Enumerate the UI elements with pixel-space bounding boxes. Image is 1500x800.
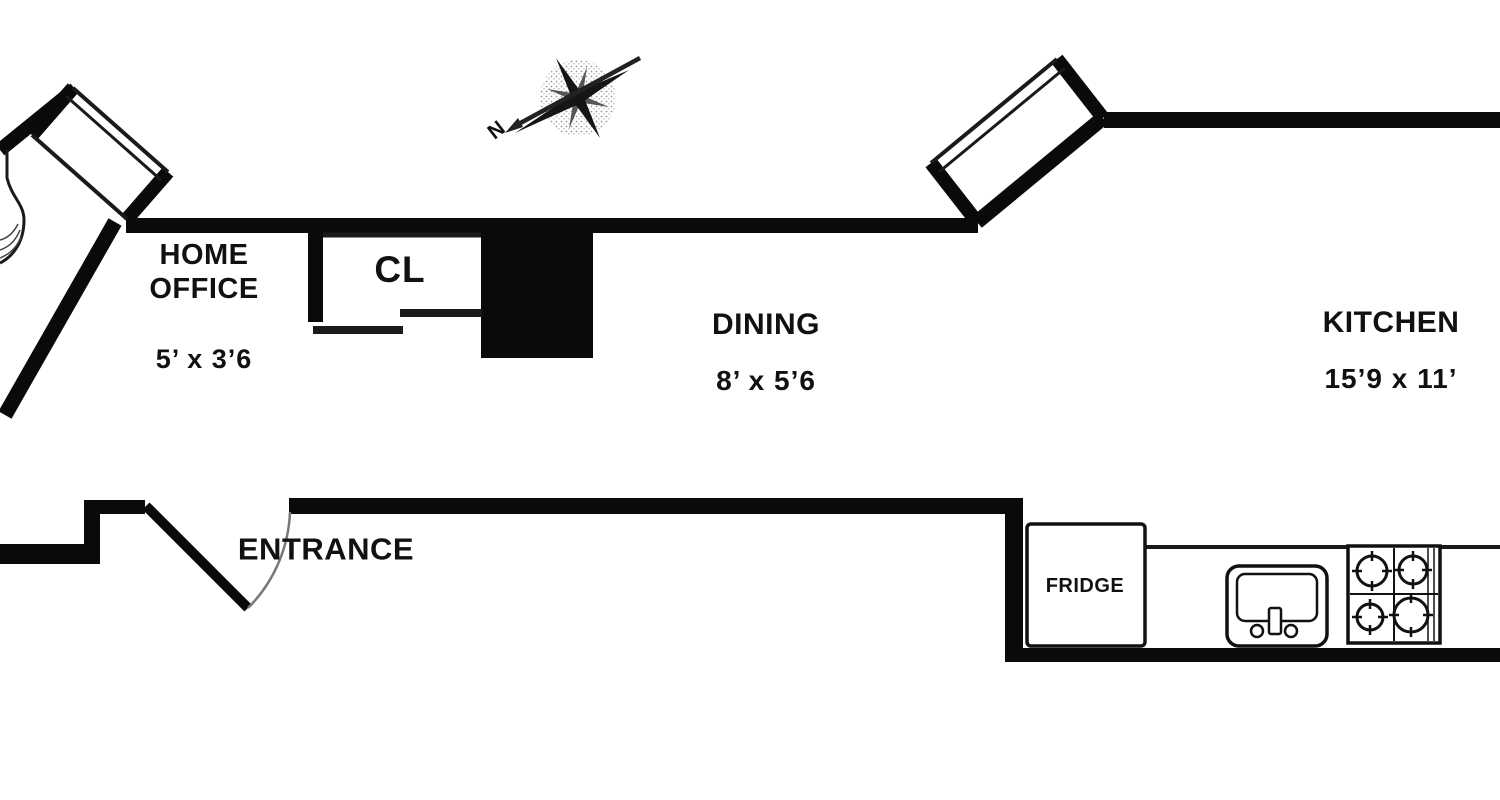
- sink-handle-right: [1283, 623, 1299, 639]
- fridge: [1025, 522, 1147, 648]
- left-edge-fixture: [0, 150, 26, 265]
- entrance-door-swing-arc: [247, 511, 292, 609]
- wall-kitchen-bottom: [1005, 648, 1500, 662]
- entrance-door-leaf: [142, 502, 252, 612]
- closet-label: CL: [374, 249, 426, 291]
- home-office-name: HOME OFFICE: [149, 239, 259, 306]
- compass-arrowhead: [505, 118, 523, 133]
- dining-name: DINING: [712, 307, 820, 341]
- wall-kitchen-left: [1005, 498, 1023, 662]
- kitchen-label: KITCHEN 15’9 x 11’: [1323, 286, 1460, 414]
- entrance-door: [142, 502, 292, 612]
- home-office-dims: 5’ x 3’6: [155, 343, 253, 374]
- compass-north-arrow: [513, 56, 642, 128]
- wall-entry-lower: [0, 544, 100, 564]
- wall-closet-partition: [308, 230, 323, 322]
- wall-diagonal-left-long: [0, 218, 122, 419]
- bay-window: [925, 54, 1109, 228]
- dining-dims: 8’ x 5’6: [716, 365, 816, 397]
- sink-handle-left: [1249, 623, 1265, 639]
- fridge-label: FRIDGE: [1045, 575, 1125, 598]
- home-office-label: HOME OFFICE 5’ x 3’6: [149, 204, 258, 410]
- compass-rose: [505, 56, 642, 138]
- wall-bottom-dining: [289, 498, 1013, 514]
- shaft-column: [481, 220, 593, 358]
- kitchen-sink: [1225, 564, 1329, 648]
- sink-faucet: [1267, 606, 1283, 636]
- kitchen-dims: 15’9 x 11’: [1324, 363, 1458, 395]
- entrance-label: ENTRANCE: [237, 531, 415, 567]
- kitchen-name: KITCHEN: [1322, 305, 1460, 339]
- home-office-window: [26, 83, 174, 224]
- stove: [1346, 544, 1442, 645]
- dining-label: DINING 8’ x 5’6: [712, 288, 820, 416]
- wall-top-kitchen: [1104, 112, 1500, 128]
